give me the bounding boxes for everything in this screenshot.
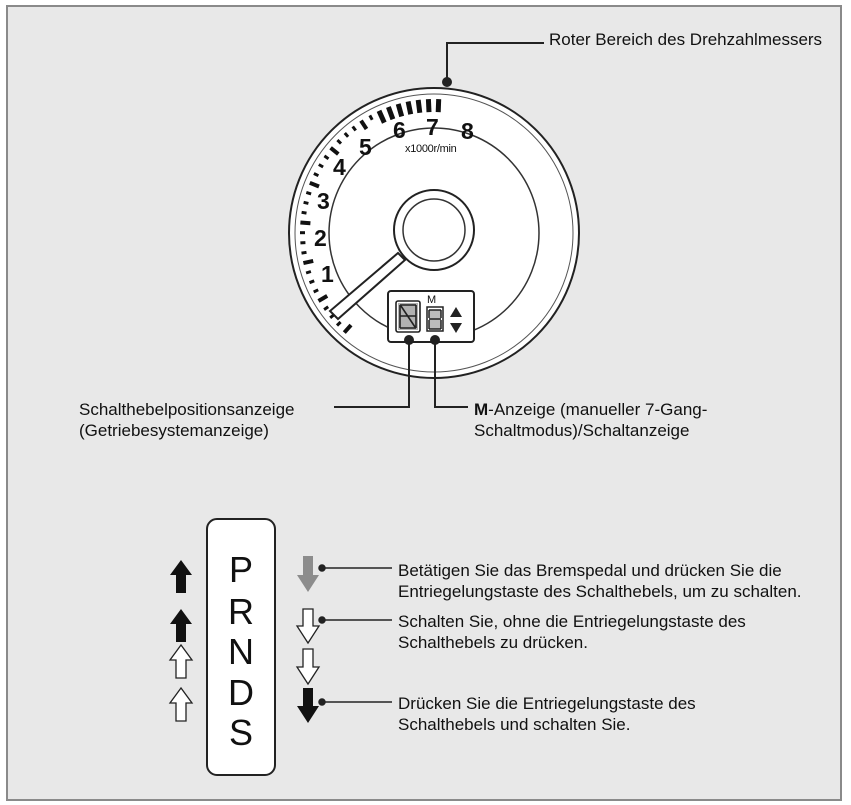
tick-mark xyxy=(309,180,320,189)
gear-letter-p: P xyxy=(228,549,253,590)
label-gear-position-line1: Schalthebelpositionsanzeige xyxy=(79,400,295,419)
redzone-tick xyxy=(376,109,387,124)
arrow-up-black-icon xyxy=(170,609,192,642)
redzone-tick xyxy=(386,106,396,121)
gear-letter-r: R xyxy=(228,591,254,632)
shift-up-indicator-icon xyxy=(450,307,462,317)
rpm-number: 6 xyxy=(393,117,406,143)
tick-mark xyxy=(303,200,309,205)
callout-line-gear-position xyxy=(334,340,410,408)
arrow-up-outline-icon xyxy=(168,643,194,679)
tick-mark xyxy=(323,154,330,161)
tick-mark xyxy=(351,125,357,132)
label-redzone: Roter Bereich des Drehzahlmessers xyxy=(549,30,823,49)
redzone-tick xyxy=(405,101,414,115)
shifter-gate xyxy=(206,518,276,776)
tachometer-tick-marks xyxy=(300,98,442,334)
label-m-indicator-line1: M-Anzeige (manueller 7-Gang- xyxy=(474,399,707,420)
left-arrows xyxy=(168,560,194,722)
gear-letter-n: N xyxy=(228,631,254,672)
redzone-tick xyxy=(395,103,405,118)
tick-mark xyxy=(301,250,307,255)
tick-mark xyxy=(313,172,320,178)
arrow-down-black-icon xyxy=(297,688,319,723)
tick-mark xyxy=(305,190,312,196)
callout-dot-m-indicator xyxy=(430,335,440,345)
tick-mark xyxy=(301,210,307,215)
label-gear-position: Schalthebelpositionsanzeige (Getriebesys… xyxy=(79,399,295,441)
tick-mark xyxy=(335,320,342,327)
legend-note-release: Drücken Sie die Entriegelungstaste des S… xyxy=(398,693,696,735)
arrow-up-black-icon xyxy=(170,560,192,593)
tick-mark xyxy=(305,270,312,275)
arrow-down-gray-icon xyxy=(297,556,319,592)
tick-mark xyxy=(359,119,369,131)
callout-dot-gear-position xyxy=(404,335,414,345)
arrow-down-outline-icon xyxy=(295,608,321,645)
legend-note-1-line1: Betätigen Sie das Bremspedal und drücken… xyxy=(398,561,782,580)
label-gear-position-line2: (Getriebesystemanzeige) xyxy=(79,421,269,440)
tick-mark xyxy=(329,146,340,156)
gear-position-segment-icon xyxy=(395,300,421,333)
legend-note-no-release: Schalten Sie, ohne die Entriegelungstast… xyxy=(398,611,746,653)
tick-mark xyxy=(300,220,311,226)
redzone-tick xyxy=(435,99,442,113)
legend-note-brake-release: Betätigen Sie das Bremspedal und drücken… xyxy=(398,560,802,602)
legend-note-2-line2: Schalthebels zu drücken. xyxy=(398,633,588,652)
shift-down-indicator-icon xyxy=(450,323,462,333)
tick-mark xyxy=(368,114,374,121)
legend-leader-dot xyxy=(318,698,326,706)
arrow-up-outline-icon xyxy=(168,686,194,722)
tick-mark xyxy=(336,139,343,145)
label-m-indicator-bold: M xyxy=(474,400,489,419)
tachometer-hub-inner xyxy=(402,198,466,262)
rpm-number: 3 xyxy=(317,188,330,214)
tick-mark xyxy=(302,258,314,266)
legend-note-3-line1: Drücken Sie die Entriegelungstaste des xyxy=(398,694,696,713)
rpm-number: 7 xyxy=(426,114,439,140)
gear-letter-s: S xyxy=(228,712,253,753)
rpm-unit-label: x1000r/min xyxy=(405,143,457,155)
tachometer xyxy=(288,87,580,379)
arrow-down-outline-icon xyxy=(295,648,321,686)
tick-mark xyxy=(313,288,319,294)
legend-note-2-line1: Schalten Sie, ohne die Entriegelungstast… xyxy=(398,612,746,631)
tachometer-needle xyxy=(328,251,407,321)
m-gear-segment-icon xyxy=(426,306,444,332)
tick-mark xyxy=(318,163,324,169)
legend-leader-dot xyxy=(318,616,326,624)
tick-mark xyxy=(308,279,315,285)
tick-mark xyxy=(343,132,350,138)
label-m-indicator: M-Anzeige (manueller 7-Gang- Schaltmodus… xyxy=(474,399,707,441)
display-mode-letter: M xyxy=(427,294,437,306)
rpm-number: 5 xyxy=(359,134,372,160)
label-m-indicator-line1-rest: -Anzeige (manueller 7-Gang- xyxy=(488,400,708,419)
callout-dot-redzone xyxy=(442,77,452,87)
legend-note-1-line2: Entriegelungstaste des Schalthebels, um … xyxy=(398,582,802,601)
right-arrows xyxy=(295,556,321,723)
legend-leader-dot xyxy=(318,564,326,572)
rpm-number: 8 xyxy=(461,118,474,144)
tick-mark xyxy=(342,323,353,334)
rpm-number: 2 xyxy=(314,225,327,251)
callout-line-m-indicator xyxy=(434,340,468,408)
tick-mark xyxy=(323,305,330,311)
rpm-number: 1 xyxy=(321,261,334,287)
tick-mark xyxy=(317,294,329,303)
legend-note-3-line2: Schalthebels und schalten Sie. xyxy=(398,715,631,734)
redzone-tick xyxy=(425,98,432,113)
callout-line-redzone xyxy=(446,42,544,82)
redzone-tick xyxy=(415,99,423,114)
gear-letter-d: D xyxy=(228,672,254,713)
rpm-number: 4 xyxy=(333,154,346,180)
label-m-indicator-line2: Schaltmodus)/Schaltanzeige xyxy=(474,421,690,440)
